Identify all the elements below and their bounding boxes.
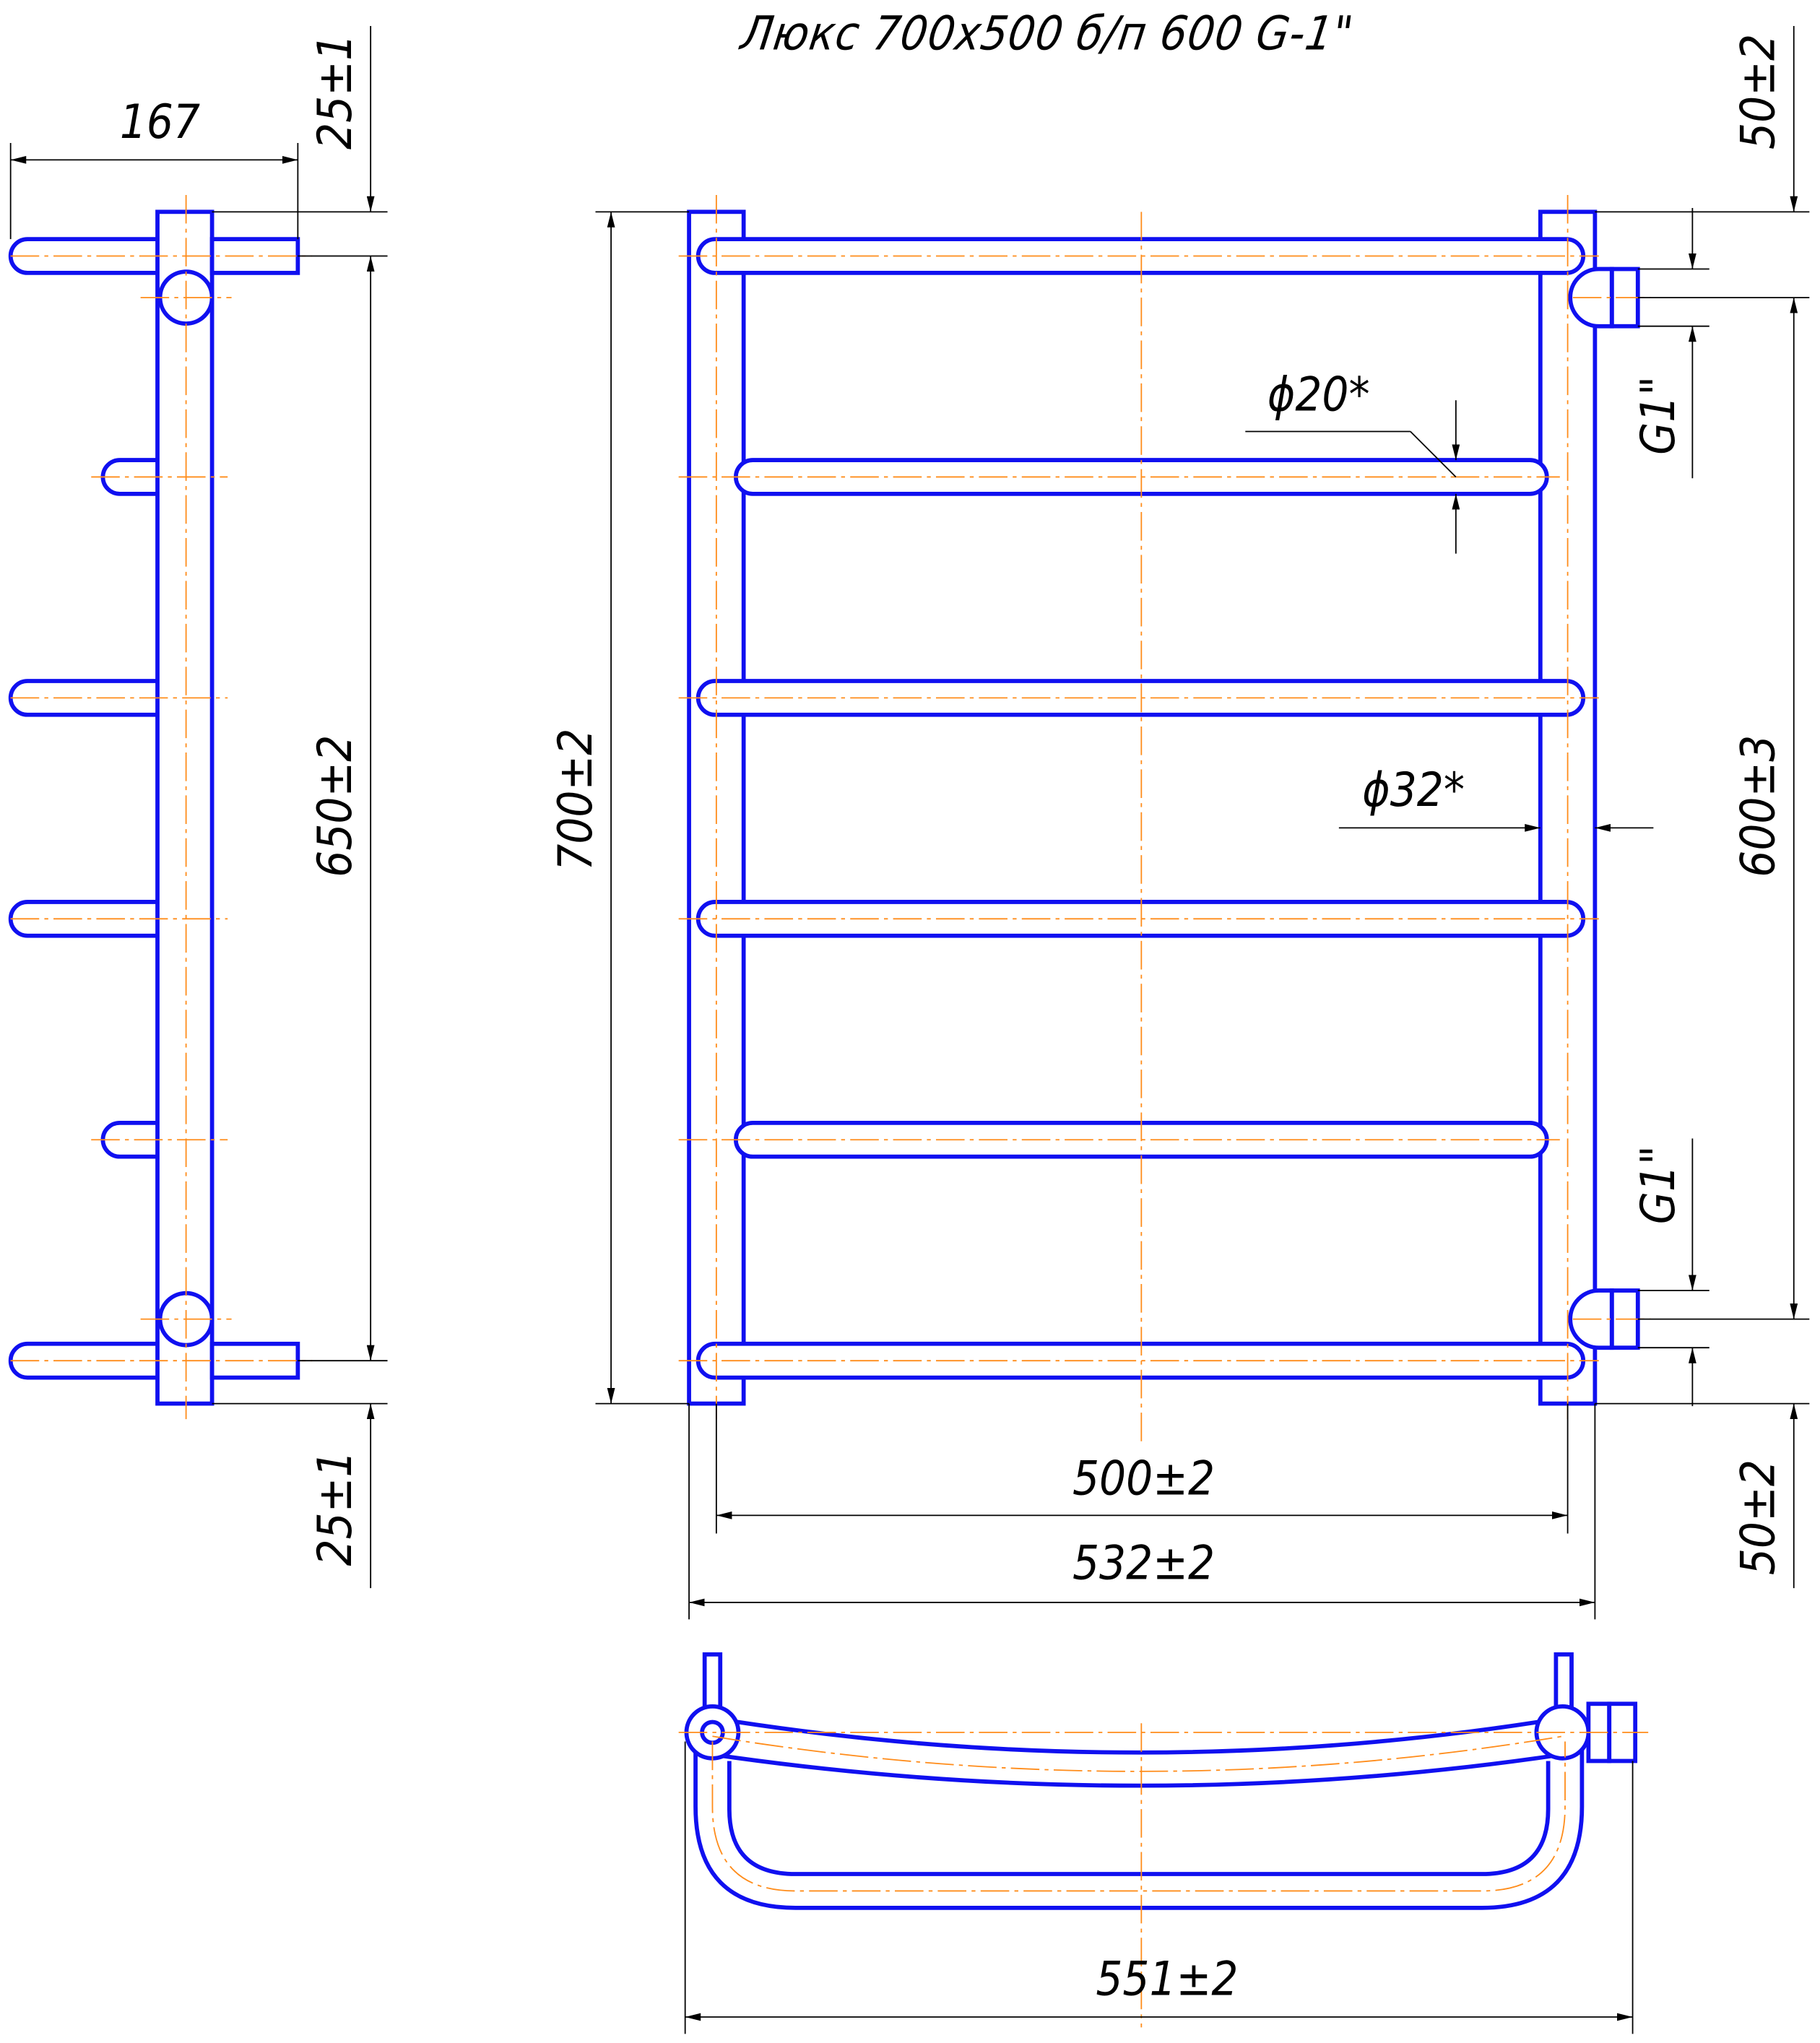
dim-axis-distance: 600±3 — [1732, 735, 1786, 877]
dim-side-top-offset: 25±1 — [308, 34, 363, 149]
dim-side-bottom-offset: 25±1 — [308, 1451, 363, 1566]
dim-top-offset: 50±2 — [1732, 34, 1786, 149]
thread-top-label: G1" — [1632, 376, 1686, 455]
front-view: 700±2 ϕ20* ϕ32* G1" G1" 600±3 50±2 50±2 … — [549, 25, 1810, 1620]
drawing-title: Люкс 700x500 б/п 600 G-1" — [736, 7, 1356, 61]
dim-bar-diameter: ϕ20* — [1268, 368, 1370, 422]
dim-depth: 167 — [120, 95, 200, 149]
top-view: 551±2 — [678, 1652, 1649, 2034]
thread-bottom-label: G1" — [1632, 1145, 1686, 1224]
dim-stile-diameter: ϕ32* — [1362, 763, 1465, 817]
side-stile — [155, 209, 214, 1406]
side-view: 167 25±1 650±2 25±1 — [8, 25, 388, 1589]
dim-bottom-offset: 50±2 — [1732, 1459, 1786, 1575]
dim-inner-width: 500±2 — [1072, 1452, 1215, 1506]
connection-top — [1568, 266, 1640, 329]
dim-height: 700±2 — [549, 729, 603, 871]
side-bars — [8, 237, 300, 1380]
dim-total-width: 551±2 — [1096, 1952, 1238, 2006]
dim-side-height: 650±2 — [308, 735, 363, 877]
dim-outer-width: 532±2 — [1072, 1537, 1215, 1591]
